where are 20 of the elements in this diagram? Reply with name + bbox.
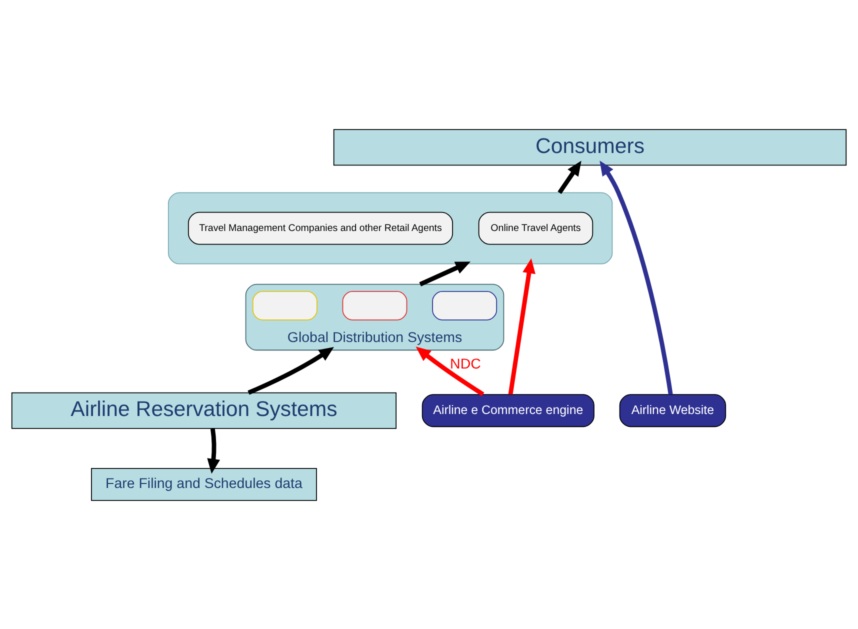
edge-label: NDC — [450, 356, 481, 372]
arrow — [248, 346, 334, 394]
node-box: Consumers — [333, 128, 847, 166]
arrow — [419, 261, 471, 286]
arrow — [600, 160, 673, 394]
node-box: Fare Filing and Schedules data — [91, 467, 317, 500]
cluster — [168, 192, 613, 264]
arrow — [207, 428, 220, 474]
node-box: Travel Management Companies and other Retail Agents — [188, 211, 454, 244]
cluster: Global Distribution Systems — [245, 283, 504, 350]
arrow — [508, 258, 536, 394]
node-box — [252, 290, 318, 320]
node-box: Online Travel Agents — [478, 211, 594, 244]
node-box: Airline Reservation Systems — [11, 392, 397, 428]
node-box — [342, 290, 408, 320]
arrow — [558, 160, 582, 194]
node-box — [432, 290, 498, 320]
node-box: Airline Website — [619, 394, 726, 427]
arrow — [416, 346, 484, 396]
node-box: Airline e Commerce engine — [422, 394, 594, 427]
